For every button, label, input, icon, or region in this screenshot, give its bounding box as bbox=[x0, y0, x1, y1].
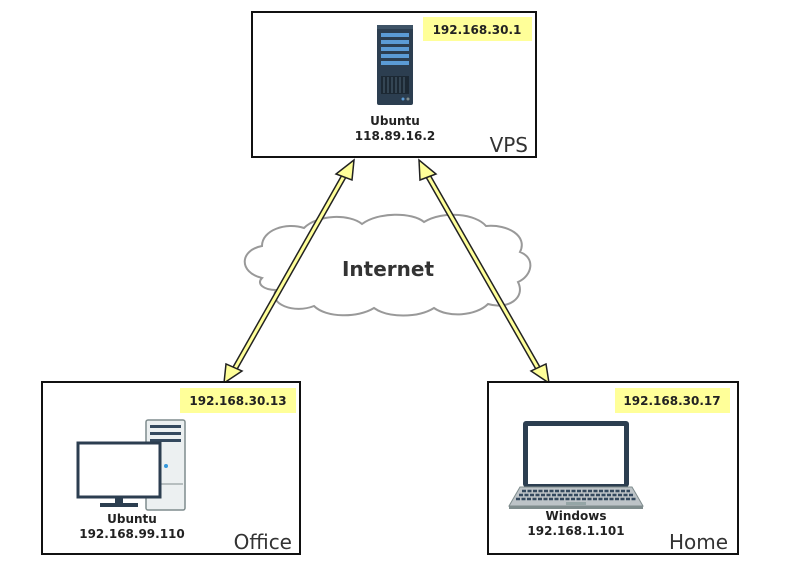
home-node: 192.168.30.17 Windows 192.168.1.101 Home bbox=[487, 381, 739, 555]
arrowhead-to-office bbox=[223, 362, 244, 385]
server-edge bbox=[377, 25, 413, 29]
office-node: 192.168.30.13 Ubuntu 192.168.99.110 Offi… bbox=[41, 381, 301, 555]
laptop-icon bbox=[508, 421, 644, 509]
power-led bbox=[401, 97, 405, 101]
power-button bbox=[164, 464, 168, 468]
monitor-neck bbox=[115, 497, 123, 504]
location-label: VPS bbox=[490, 133, 528, 157]
tunnel-ip-badge bbox=[423, 17, 532, 41]
tower-slot bbox=[150, 439, 181, 442]
tower-slot bbox=[150, 432, 181, 435]
server-tower-icon bbox=[377, 25, 413, 105]
laptop-trackpad bbox=[566, 502, 586, 505]
location-label: Home bbox=[669, 530, 728, 554]
server-bay bbox=[381, 61, 409, 65]
vps-node: 192.168.30.1 Ubuntu 118.89.16.2 VPS bbox=[251, 11, 537, 158]
server-bay bbox=[381, 40, 409, 44]
laptop-screen bbox=[528, 426, 624, 484]
host-os: Ubuntu bbox=[370, 114, 420, 128]
server-bay bbox=[381, 47, 409, 51]
monitor-base bbox=[100, 503, 138, 507]
server-vent bbox=[381, 76, 409, 94]
host-ip: 192.168.1.101 bbox=[527, 524, 624, 538]
arrowhead-to-vps bbox=[418, 158, 438, 182]
arrowhead-to-home bbox=[529, 362, 551, 385]
location-label: Office bbox=[234, 530, 292, 554]
laptop-base bbox=[509, 506, 643, 509]
host-ip: 192.168.99.110 bbox=[79, 527, 185, 541]
server-bay bbox=[381, 33, 409, 37]
host-os: Windows bbox=[546, 509, 607, 523]
connection-fill bbox=[426, 175, 541, 371]
tunnel-ip-text: 192.168.30.13 bbox=[189, 394, 286, 408]
connection-fill bbox=[232, 175, 346, 371]
arrowhead-to-vps bbox=[334, 158, 355, 182]
tower-slot bbox=[150, 425, 181, 428]
power-led bbox=[406, 97, 410, 101]
connection-vps-office bbox=[223, 158, 355, 385]
server-bay bbox=[381, 54, 409, 58]
desktop-computer-icon bbox=[76, 419, 186, 511]
host-ip: 118.89.16.2 bbox=[355, 129, 435, 143]
internet-cloud: Internet bbox=[243, 213, 532, 317]
tunnel-ip-text: 192.168.30.1 bbox=[433, 23, 522, 37]
cloud-label: Internet bbox=[342, 257, 434, 281]
tunnel-ip-badge bbox=[180, 388, 296, 413]
connection-vps-home bbox=[418, 158, 551, 385]
host-os: Ubuntu bbox=[107, 512, 157, 526]
tunnel-ip-badge bbox=[615, 388, 730, 413]
tunnel-ip-text: 192.168.30.17 bbox=[623, 394, 720, 408]
monitor-frame bbox=[76, 441, 162, 499]
laptop-keys bbox=[516, 489, 637, 501]
cloud-shape bbox=[243, 213, 532, 317]
